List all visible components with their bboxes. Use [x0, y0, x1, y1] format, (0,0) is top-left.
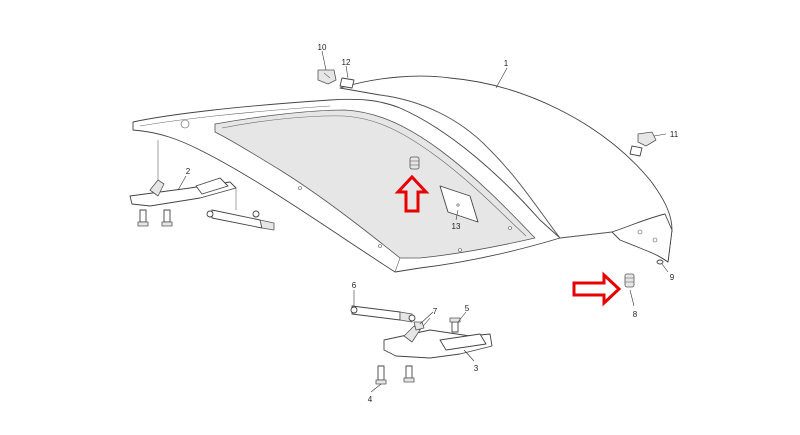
hinge-assembly-lower — [350, 305, 493, 385]
callout-1: 1 — [504, 59, 509, 68]
callout-12: 12 — [342, 58, 351, 67]
grommet-part-9 — [656, 259, 664, 265]
buffer-part-8 — [624, 273, 635, 288]
callout-labels: 1 2 3 4 5 6 7 8 9 10 11 12 13 — [186, 43, 679, 404]
cover-plate — [439, 185, 479, 223]
pad-part-12 — [339, 77, 355, 89]
callout-13: 13 — [452, 222, 461, 231]
leader-lines — [177, 50, 669, 393]
callout-2: 2 — [186, 167, 191, 176]
hinge-assembly-left — [129, 140, 275, 231]
callout-7: 7 — [433, 307, 438, 316]
callout-9: 9 — [670, 273, 675, 282]
callout-3: 3 — [474, 364, 479, 373]
buffer-center — [409, 156, 420, 170]
clip-part-11 — [629, 131, 657, 157]
callout-4: 4 — [368, 395, 373, 404]
callout-11: 11 — [670, 130, 679, 139]
tailgate-panel — [132, 75, 673, 273]
callout-5: 5 — [465, 304, 470, 313]
callout-6: 6 — [352, 281, 357, 290]
highlight-arrow-right — [572, 271, 622, 307]
highlight-arrow-up — [394, 174, 430, 213]
callout-10: 10 — [318, 43, 327, 52]
callout-8: 8 — [633, 310, 638, 319]
clip-part-10 — [317, 69, 337, 85]
